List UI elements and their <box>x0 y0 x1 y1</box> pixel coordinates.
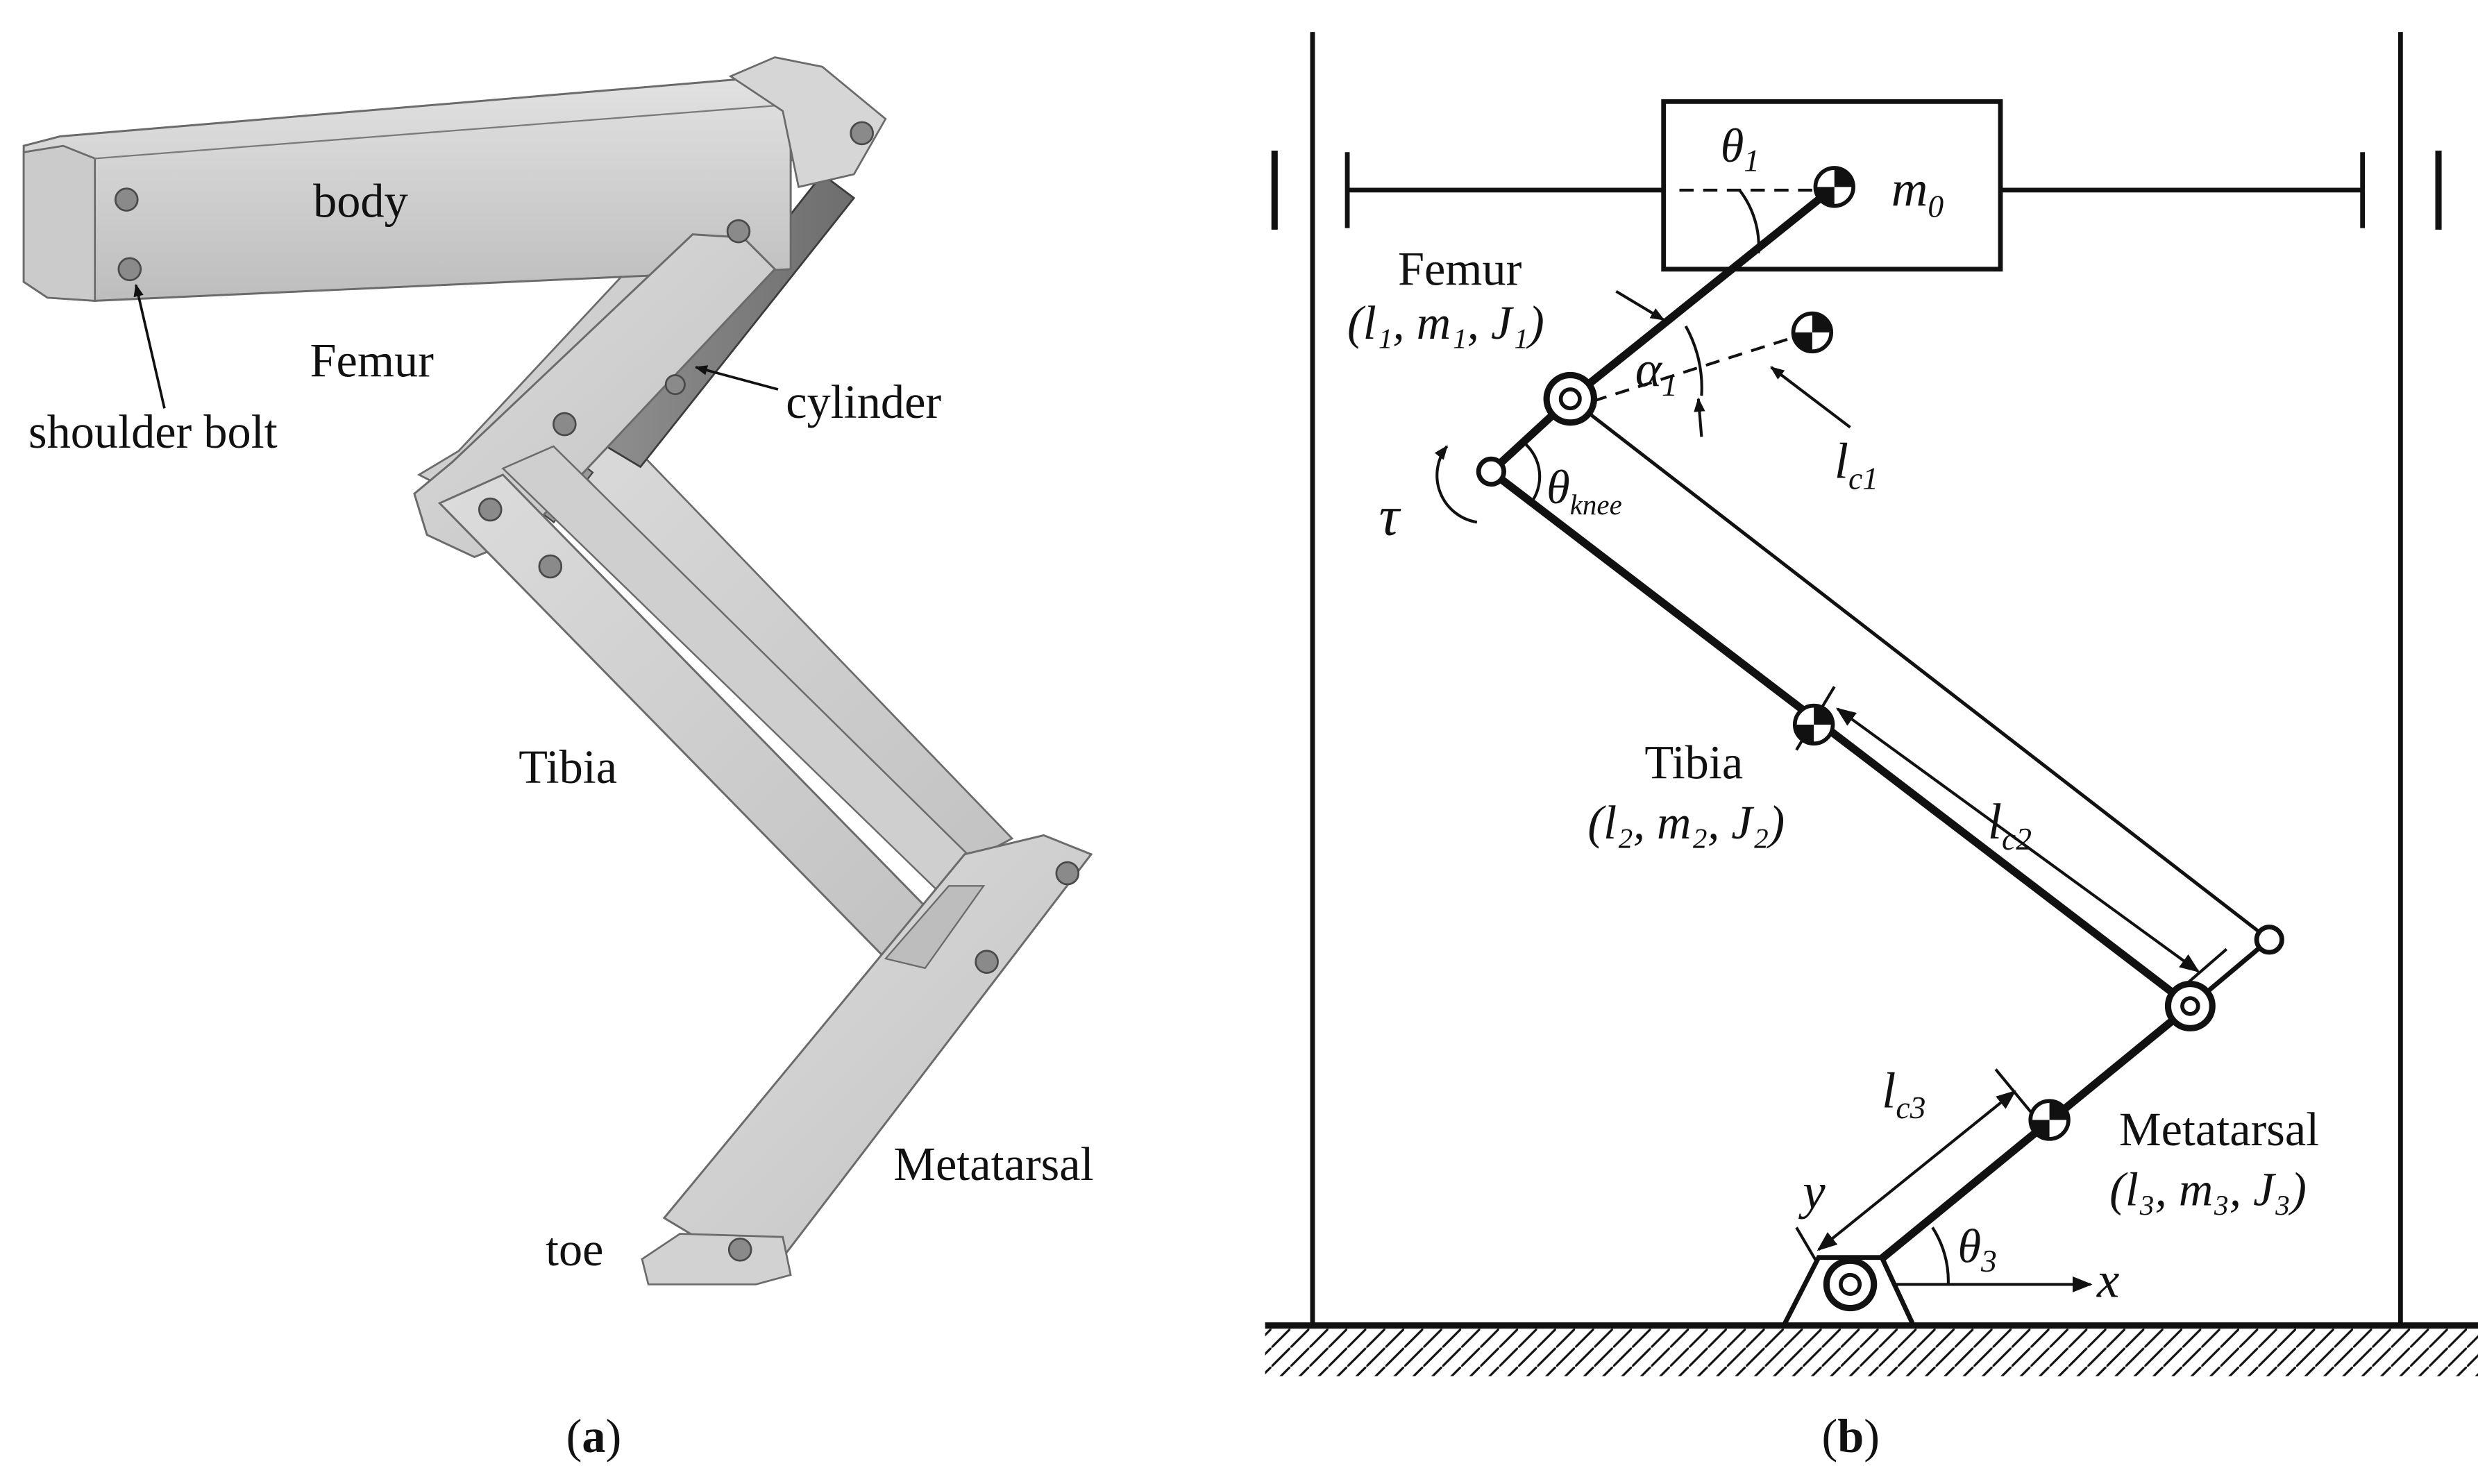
joint-knee-lower <box>1476 456 1507 487</box>
theta3-arc <box>1931 1226 1950 1285</box>
label-tau: τ <box>1379 484 1401 548</box>
label-theta1: θ1 <box>1721 119 1760 178</box>
body-mass-box <box>1661 99 2003 272</box>
label-m0: m0 <box>1891 161 1944 224</box>
joint-toe-inner <box>1839 1272 1862 1296</box>
label-x-axis: x <box>2096 1252 2119 1308</box>
label-y-axis: y <box>1798 1163 1826 1220</box>
body-end-face <box>22 144 96 302</box>
bolt-body-hip <box>726 219 751 244</box>
ground-hatch <box>1265 1329 2478 1376</box>
bolt-femur-top <box>664 374 686 396</box>
panel-b-schematic <box>1265 32 2478 1376</box>
com-femur-quadrant <box>1793 313 1832 352</box>
com-body-quadrant <box>1815 167 1854 206</box>
label-tibia-b: Tibia <box>1644 736 1743 789</box>
shoulder-bolt-leader <box>133 283 166 409</box>
label-femur-a: Femur <box>310 335 435 387</box>
label-body: body <box>313 175 408 228</box>
label-toe: toe <box>546 1223 603 1276</box>
caption-a: (a) <box>566 1410 622 1462</box>
panel-b-labels: θ1 m0 Femur (l₁, m₁, J₁) α1 lc1 τ θknee … <box>1347 119 2319 1462</box>
label-tibia-a: Tibia <box>519 741 617 793</box>
alpha1-arc <box>1684 325 1703 396</box>
caption-b: (b) <box>1822 1410 1880 1462</box>
lc1-leader <box>1769 366 1851 429</box>
bolt-ankle-1 <box>1055 861 1080 886</box>
tibia-mid-rail <box>501 445 982 897</box>
tau-arc <box>1434 445 1478 524</box>
shoulder-bolt-2 <box>117 257 142 282</box>
com-metatarsal-quadrant <box>2030 1101 2068 1139</box>
lc1-dashed-line <box>1569 330 1810 410</box>
metatarsal-inner <box>884 885 986 970</box>
com-tibia-quadrant <box>1794 705 1833 744</box>
theta-knee-arc <box>1523 441 1542 505</box>
label-femur-params: (l₁, m₁, J₁) <box>1347 296 1544 349</box>
bolt-knee-3 <box>538 554 563 579</box>
label-shoulder-bolt: shoulder bolt <box>28 405 278 458</box>
alpha1-arrow-top <box>1615 289 1665 321</box>
bolt-ankle-2 <box>975 950 999 974</box>
tibia-thick-link <box>1488 468 2193 1009</box>
joint-ankle-inner <box>2180 996 2200 1016</box>
body-edge <box>94 103 788 160</box>
label-lc3: lc3 <box>1882 1062 1925 1125</box>
label-tibia-params: (l₂, m₂, J₂) <box>1587 796 1785 849</box>
label-metatarsal-params: (l₃, m₃, J₃) <box>2109 1163 2307 1216</box>
label-metatarsal-a: Metatarsal <box>893 1138 1093 1190</box>
bolt-knee-1 <box>553 412 577 437</box>
lc3-dimension-line <box>1817 1090 2016 1251</box>
shoulder-bracket <box>728 56 887 188</box>
label-theta-knee: θknee <box>1546 461 1622 521</box>
bolt-heads <box>114 121 1080 1262</box>
label-cylinder: cylinder <box>786 376 941 428</box>
label-femur-b: Femur <box>1398 243 1522 296</box>
bolt-bracket <box>850 121 874 146</box>
tibia-thin-link <box>1569 397 2270 941</box>
lc2-dimension-line <box>1835 707 2200 973</box>
label-theta3: θ3 <box>1957 1220 1996 1279</box>
shoulder-bolt-1 <box>114 187 139 212</box>
label-lc2: lc2 <box>1988 793 2032 857</box>
cylinder-leader <box>694 365 779 391</box>
label-alpha1: α1 <box>1635 341 1678 403</box>
panel-a-leg-model: body Femur shoulder bolt cylinder Tibia … <box>22 56 1094 1462</box>
joint-knee-upper-inner <box>1558 387 1582 411</box>
bolt-knee-2 <box>478 497 503 522</box>
label-lc1: lc1 <box>1835 433 1878 496</box>
alpha1-arrow-bottom <box>1694 397 1705 437</box>
label-metatarsal-b: Metatarsal <box>2119 1103 2319 1156</box>
femur-link <box>1567 183 1837 403</box>
toe-block <box>641 1233 792 1285</box>
bolt-toe <box>727 1238 752 1262</box>
joint-ankle-upper <box>2254 925 2284 955</box>
